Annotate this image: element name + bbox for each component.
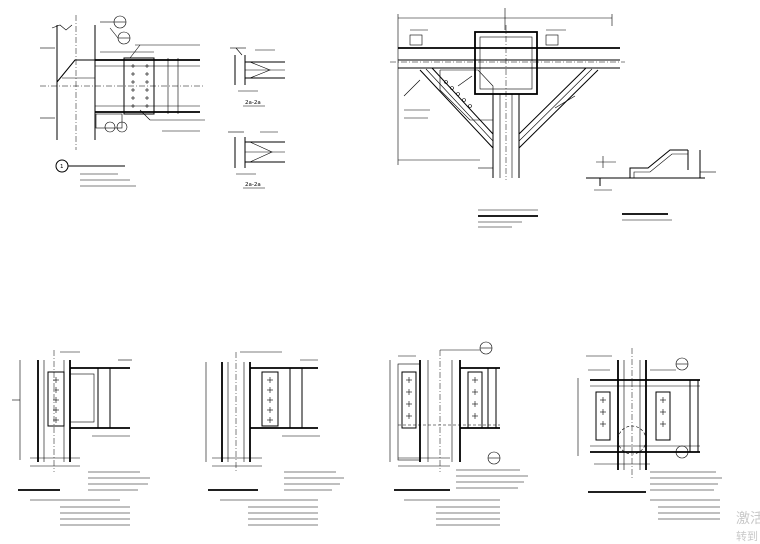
- detail-1-joint: 1: [40, 15, 205, 187]
- section-a: 2a-2a: [230, 47, 285, 107]
- bracing-node-detail: [390, 8, 625, 228]
- section-a-label: 2a-2a: [245, 100, 261, 106]
- bolt-group: [131, 64, 149, 108]
- splice-detail-2: [205, 351, 344, 526]
- section-b: 2a-2a: [228, 131, 285, 189]
- splice-detail-4: [577, 348, 722, 520]
- stair-detail: [586, 149, 716, 221]
- splice-2-bolts: [267, 377, 273, 423]
- splice-1-bolts: [53, 377, 59, 423]
- watermark-line1: 激活: [736, 510, 760, 527]
- splice-4-bolts: [600, 397, 666, 427]
- watermark-line2: 转到: [736, 529, 758, 543]
- section-b-label: 2a-2a: [245, 182, 261, 188]
- splice-detail-3: [389, 341, 528, 526]
- detail-marker: 1: [60, 164, 64, 170]
- splice-3-bolts: [406, 377, 478, 419]
- splice-detail-1: [12, 350, 150, 526]
